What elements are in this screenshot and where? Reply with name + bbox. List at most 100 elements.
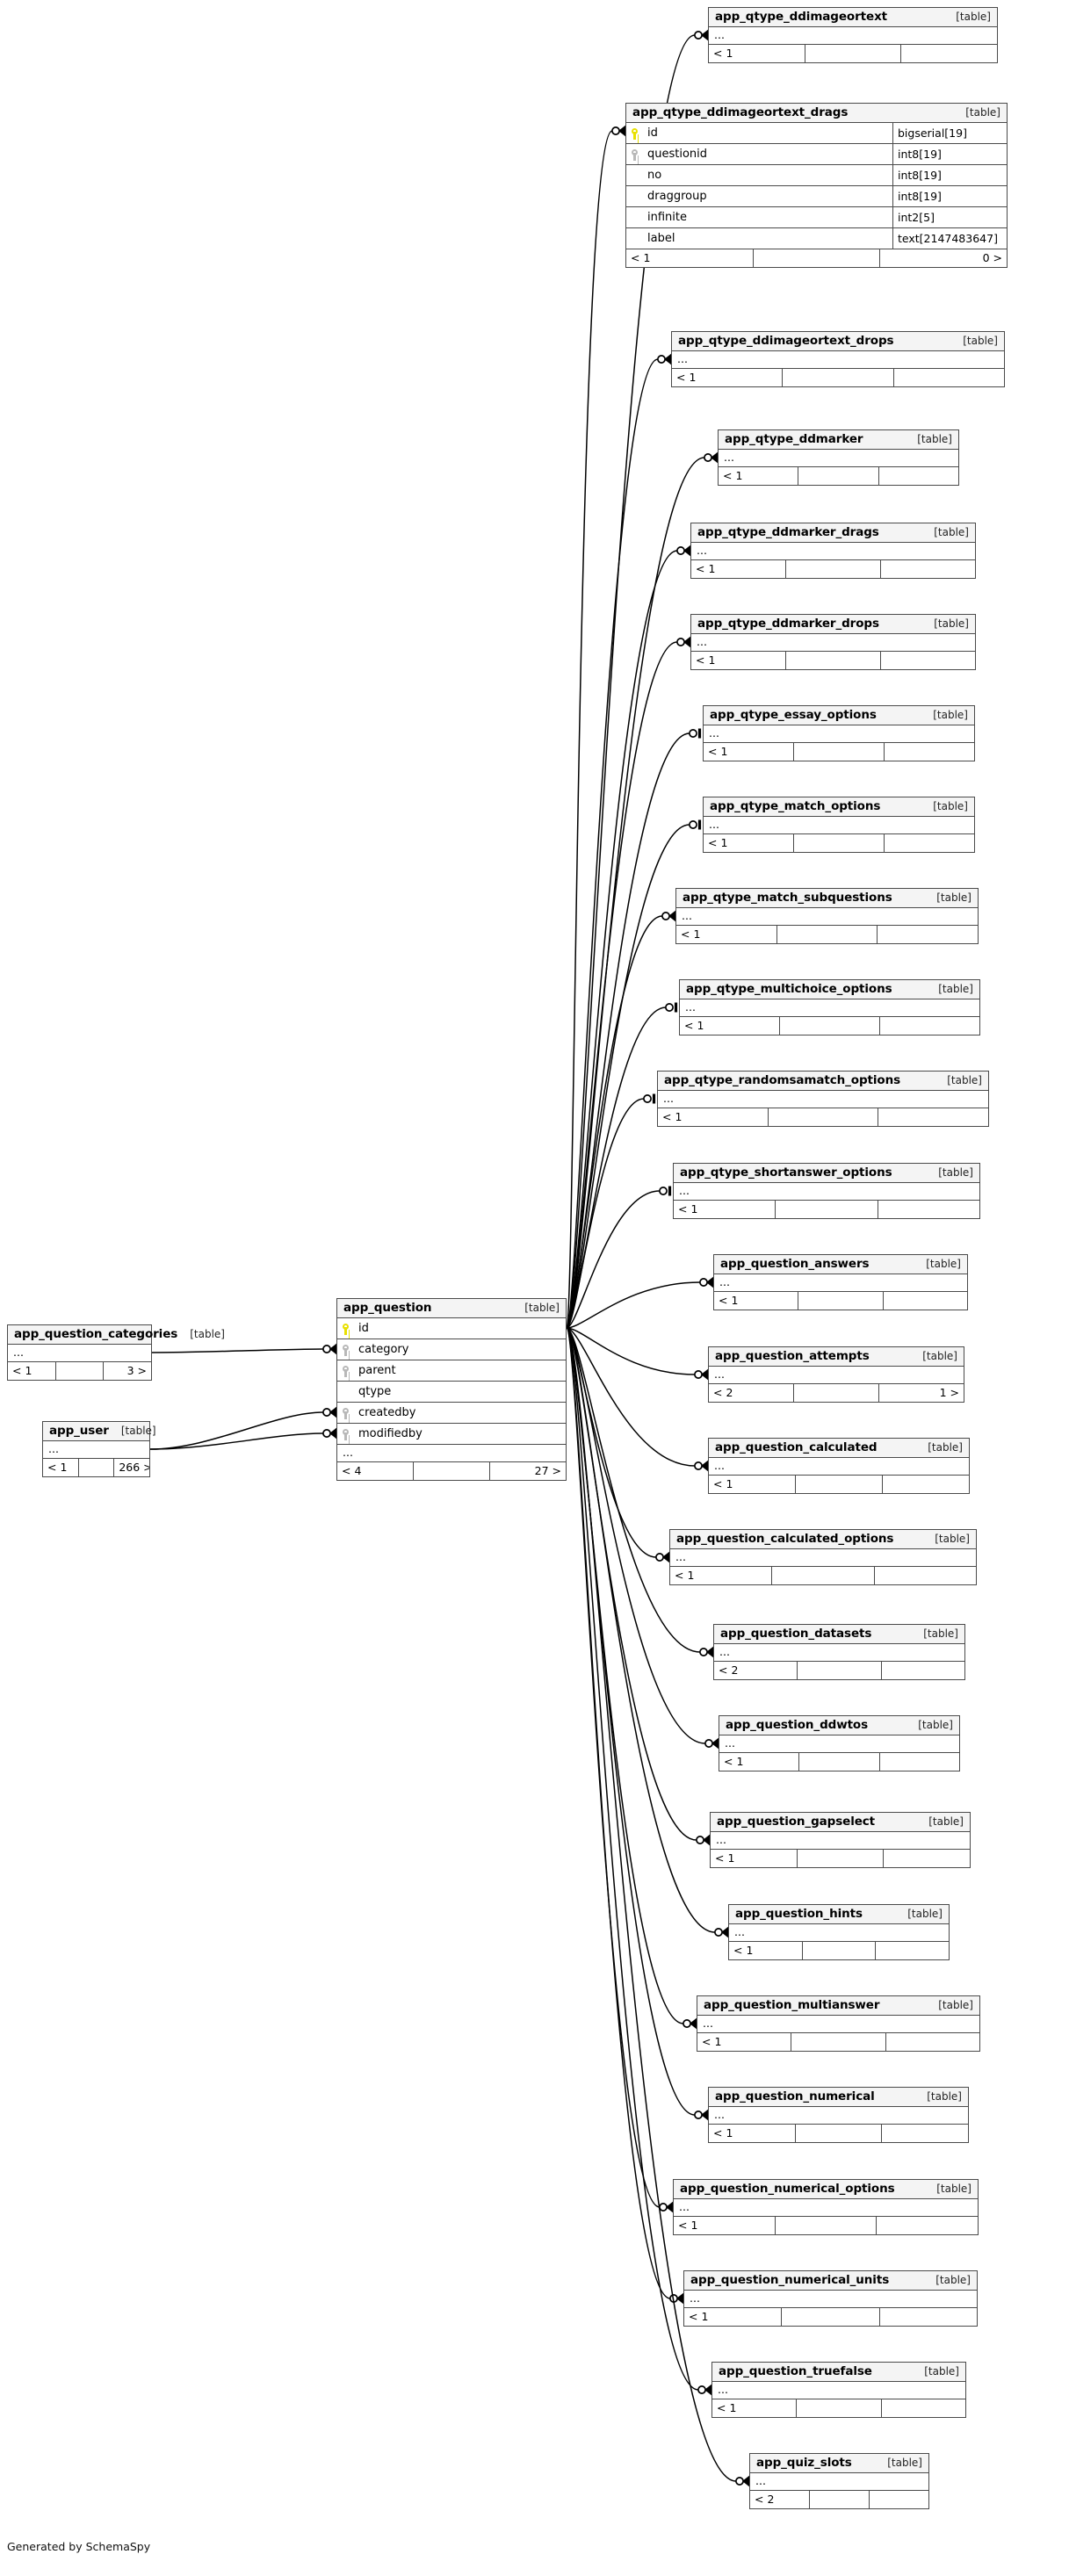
table-header[interactable]: app_question_numerical_units[table] [684, 2271, 977, 2291]
footer-parents-count[interactable]: < 1 [714, 1292, 799, 1310]
footer-parents-count[interactable]: < 1 [719, 1753, 800, 1771]
footer-parents-count[interactable]: < 1 [676, 926, 777, 943]
footer-children-count[interactable] [880, 1017, 979, 1035]
table-header[interactable]: app_user[table] [43, 1422, 156, 1441]
table-node-app_qtype_ddmarker[interactable]: app_qtype_ddmarker[table]...< 1 [718, 429, 959, 486]
table-header[interactable]: app_question_calculated_options[table] [670, 1530, 976, 1549]
table-header[interactable]: app_question_hints[table] [729, 1905, 949, 1924]
footer-children-count[interactable] [885, 834, 974, 852]
table-more-columns-ellipsis[interactable]: ... [674, 2199, 978, 2217]
footer-children-count[interactable] [882, 1662, 964, 1679]
table-more-columns-ellipsis[interactable]: ... [729, 1924, 949, 1942]
footer-parents-count[interactable]: < 1 [680, 1017, 780, 1035]
table-header[interactable]: app_question[table] [337, 1299, 566, 1318]
footer-children-count[interactable] [878, 1201, 979, 1218]
footer-children-count[interactable] [877, 2217, 978, 2234]
footer-parents-count[interactable]: < 1 [711, 1850, 798, 1867]
footer-parents-count[interactable]: < 1 [691, 652, 786, 669]
footer-parents-count[interactable]: < 1 [719, 467, 799, 485]
footer-children-count[interactable] [886, 2033, 979, 2051]
table-node-app_question_calculated_options[interactable]: app_question_calculated_options[table]..… [669, 1529, 977, 1585]
table-more-columns-ellipsis[interactable]: ... [704, 725, 974, 743]
table-node-app_question_multianswer[interactable]: app_question_multianswer[table]...< 1 [697, 1995, 980, 2052]
table-header[interactable]: app_question_ddwtos[table] [719, 1716, 959, 1735]
table-more-columns-ellipsis[interactable]: ... [714, 1644, 964, 1662]
table-node-app_question_calculated[interactable]: app_question_calculated[table]...< 1 [708, 1438, 970, 1494]
footer-parents-count[interactable]: < 1 [674, 2217, 776, 2234]
table-more-columns-ellipsis[interactable]: ... [709, 2107, 968, 2125]
table-node-app_quiz_slots[interactable]: app_quiz_slots[table]...< 2 [749, 2453, 929, 2509]
footer-children-count[interactable] [884, 1850, 970, 1867]
footer-parents-count[interactable]: < 1 [670, 1567, 773, 1584]
footer-children-count[interactable]: 1 > [939, 1386, 959, 1399]
table-more-columns-ellipsis[interactable]: ... [684, 2291, 977, 2308]
footer-children-count[interactable] [880, 1753, 959, 1771]
footer-parents-count[interactable]: < 1 [658, 1108, 769, 1126]
table-node-app_question_numerical_options[interactable]: app_question_numerical_options[table]...… [673, 2179, 979, 2235]
table-node-app_question_numerical[interactable]: app_question_numerical[table]...< 1 [708, 2087, 969, 2143]
table-header[interactable]: app_question_datasets[table] [714, 1625, 964, 1644]
footer-children-count[interactable] [882, 2125, 968, 2142]
footer-children-count[interactable] [894, 369, 1004, 386]
table-header[interactable]: app_qtype_multichoice_options[table] [680, 980, 979, 999]
table-more-columns-ellipsis[interactable]: ... [676, 908, 978, 926]
table-more-columns-ellipsis[interactable]: ... [711, 1832, 970, 1850]
table-node-app_qtype_match_options[interactable]: app_qtype_match_options[table]...< 1 [703, 797, 975, 853]
footer-parents-count[interactable]: < 1 [709, 2125, 796, 2142]
table-node-app_qtype_ddmarker_drags[interactable]: app_qtype_ddmarker_drags[table]...< 1 [690, 523, 976, 579]
table-header[interactable]: app_qtype_ddmarker[table] [719, 430, 958, 450]
table-node-app_qtype_randomsamatch_options[interactable]: app_qtype_randomsamatch_options[table]..… [657, 1071, 989, 1127]
table-column-row[interactable]: qtype [337, 1382, 566, 1403]
footer-children-count[interactable]: 27 > [534, 1464, 561, 1477]
footer-children-count[interactable] [881, 652, 975, 669]
table-more-columns-ellipsis[interactable]: ... [43, 1441, 149, 1459]
table-column-row[interactable]: modifiedby [337, 1424, 566, 1445]
footer-children-count[interactable] [883, 1476, 969, 1493]
table-column-row[interactable]: createdby [337, 1403, 566, 1424]
footer-parents-count[interactable]: < 1 [672, 369, 784, 386]
footer-parents-count[interactable]: < 2 [750, 2491, 810, 2508]
table-more-columns-ellipsis[interactable]: ... [709, 27, 997, 45]
footer-parents-count[interactable]: < 1 [712, 2399, 798, 2417]
footer-parents-count[interactable]: < 2 [709, 1384, 794, 1402]
footer-children-count[interactable] [878, 1108, 988, 1126]
table-header[interactable]: app_qtype_match_options[table] [704, 797, 974, 817]
table-header[interactable]: app_question_gapselect[table] [711, 1813, 970, 1832]
footer-children-count[interactable] [878, 926, 978, 943]
table-header[interactable]: app_question_attempts[table] [709, 1347, 964, 1367]
table-header[interactable]: app_qtype_ddimageortext_drags[table] [626, 104, 1007, 123]
footer-children-count[interactable]: 266 > [119, 1461, 150, 1474]
table-more-columns-ellipsis[interactable]: ... [714, 1274, 967, 1292]
footer-parents-count[interactable]: < 1 [709, 1476, 796, 1493]
table-more-columns-ellipsis[interactable]: ... [658, 1091, 988, 1108]
table-header[interactable]: app_qtype_shortanswer_options[table] [674, 1164, 979, 1183]
table-header[interactable]: app_qtype_randomsamatch_options[table] [658, 1072, 988, 1091]
table-node-app_question_answers[interactable]: app_question_answers[table]...< 1 [713, 1254, 968, 1310]
table-header[interactable]: app_qtype_ddmarker_drags[table] [691, 523, 975, 543]
table-header[interactable]: app_question_multianswer[table] [697, 1996, 979, 2016]
table-node-app_qtype_match_subquestions[interactable]: app_qtype_match_subquestions[table]...< … [675, 888, 979, 944]
table-more-columns-ellipsis[interactable]: ... [750, 2473, 928, 2491]
footer-parents-count[interactable]: < 4 [337, 1462, 414, 1480]
table-more-columns-ellipsis[interactable]: ... [680, 999, 979, 1017]
table-header[interactable]: app_qtype_match_subquestions[table] [676, 889, 978, 908]
footer-parents-count[interactable]: < 1 [691, 560, 786, 578]
footer-parents-count[interactable]: < 1 [626, 249, 754, 267]
footer-children-count[interactable] [884, 1292, 967, 1310]
table-node-app_qtype_shortanswer_options[interactable]: app_qtype_shortanswer_options[table]...<… [673, 1163, 980, 1219]
table-more-columns-ellipsis[interactable]: ... [704, 817, 974, 834]
footer-children-count[interactable] [870, 2491, 928, 2508]
footer-parents-count[interactable]: < 1 [684, 2308, 783, 2326]
table-column-row[interactable]: category [337, 1339, 566, 1360]
table-more-columns-ellipsis[interactable]: ... [337, 1445, 566, 1462]
table-column-row[interactable]: id [337, 1318, 566, 1339]
table-header[interactable]: app_qtype_essay_options[table] [704, 706, 974, 725]
